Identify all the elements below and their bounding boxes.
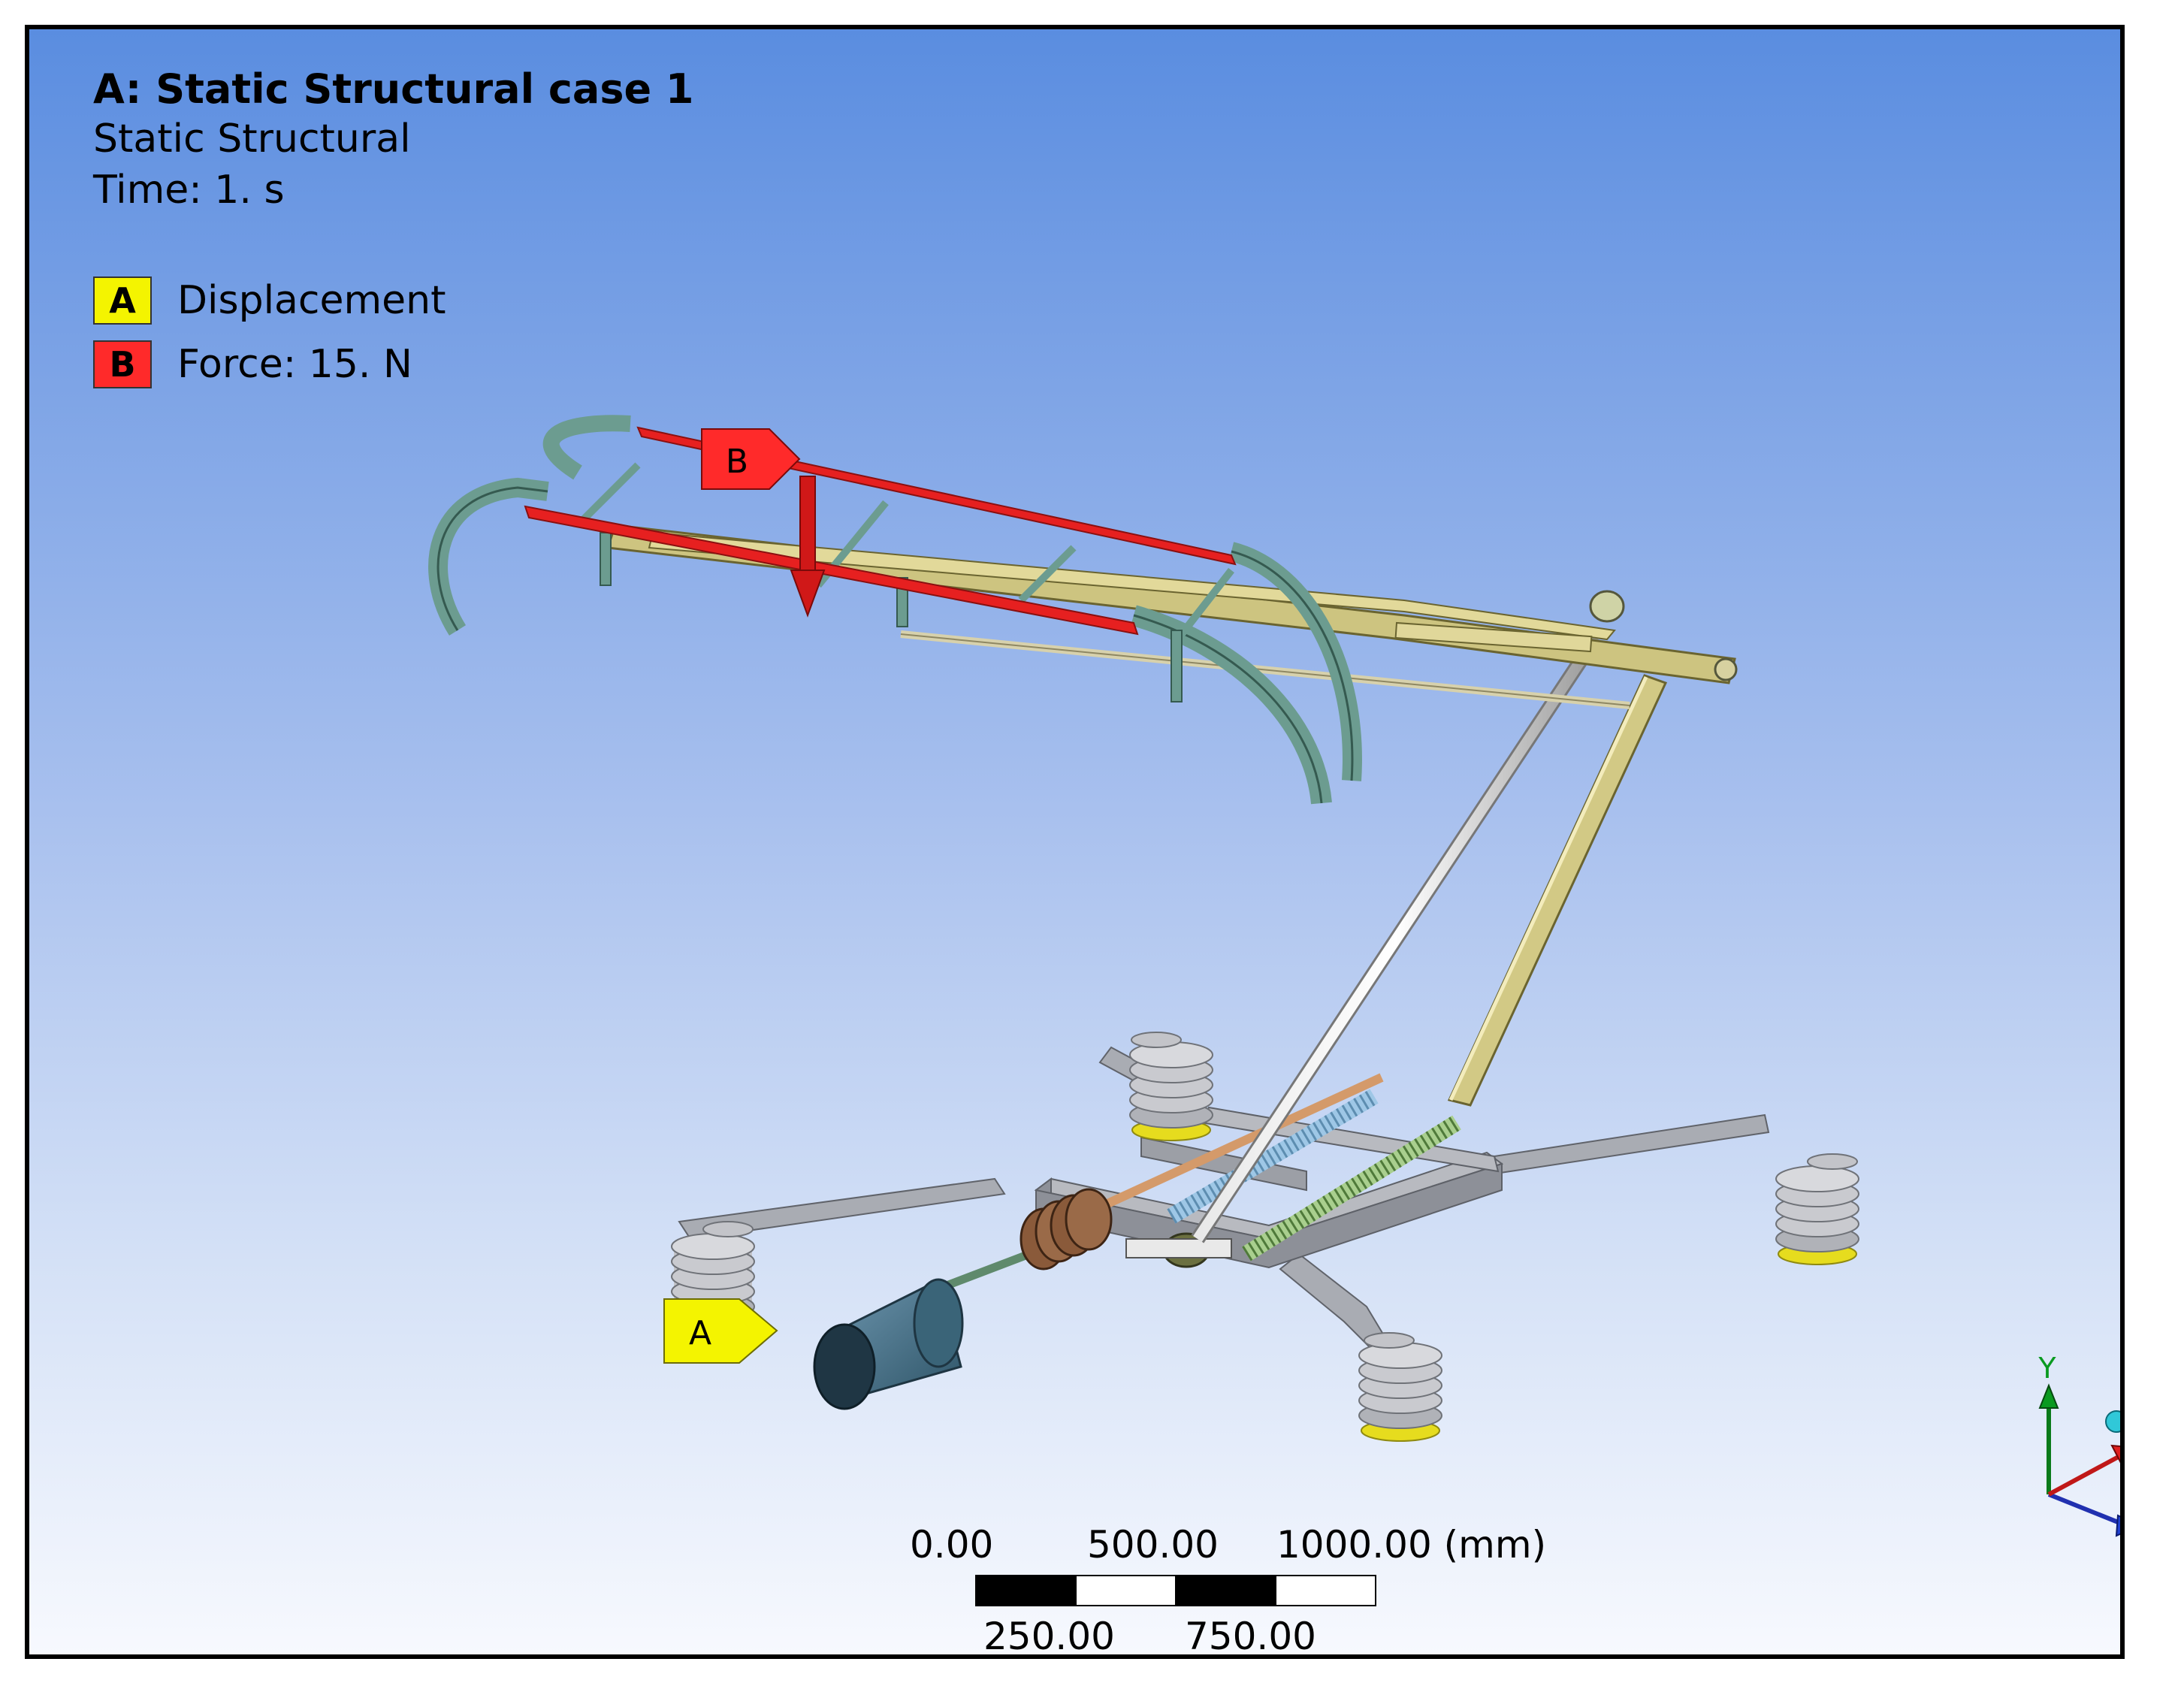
legend-item-force[interactable]: B Force: 15. N [93,338,412,391]
force-marker-label: B [726,443,748,481]
legend-item-displacement[interactable]: A Displacement [93,274,446,327]
displacement-marker-label: A [689,1314,711,1352]
displacement-marker-tag[interactable]: A [663,1298,778,1364]
legend-key-a: A [93,276,152,325]
scale-bar [975,1575,1376,1606]
spring-assembly [1020,1073,1461,1271]
graphics-window-frame: B A Y [25,25,2125,1659]
insulator-right [1775,1153,1859,1265]
scale-label-500: 500.00 [1087,1523,1219,1567]
force-marker-tag[interactable]: B [701,428,801,490]
y-axis-label: Y [2037,1352,2056,1385]
force-arrow [790,476,826,618]
lower-arm [1447,674,1668,1107]
legend-label-displacement: Displacement [177,278,446,323]
analysis-title: A: Static Structural case 1 [93,65,694,113]
legend-label-force: Force: 15. N [177,342,412,387]
scale-label-250: 250.00 [983,1615,1115,1658]
time-label: Time: 1. s [93,168,285,213]
3d-viewport[interactable]: B A Y [29,29,2120,1654]
scale-label-1000: 1000.00 (mm) [1276,1523,1547,1567]
legend-key-b: B [93,340,152,388]
insulator-rear-left [1129,1032,1213,1141]
damper-cylinder [813,1227,1090,1410]
pantograph-model[interactable]: B A Y [29,29,2125,1659]
push-rod [1191,633,1603,1243]
axis-triad[interactable]: Y X [2037,1352,2125,1537]
scale-label-750: 750.00 [1185,1615,1316,1658]
main-spring [1020,1188,1113,1271]
analysis-type: Static Structural [93,116,411,162]
scale-label-0: 0.00 [910,1523,994,1567]
insulator-front-right [1358,1332,1442,1442]
